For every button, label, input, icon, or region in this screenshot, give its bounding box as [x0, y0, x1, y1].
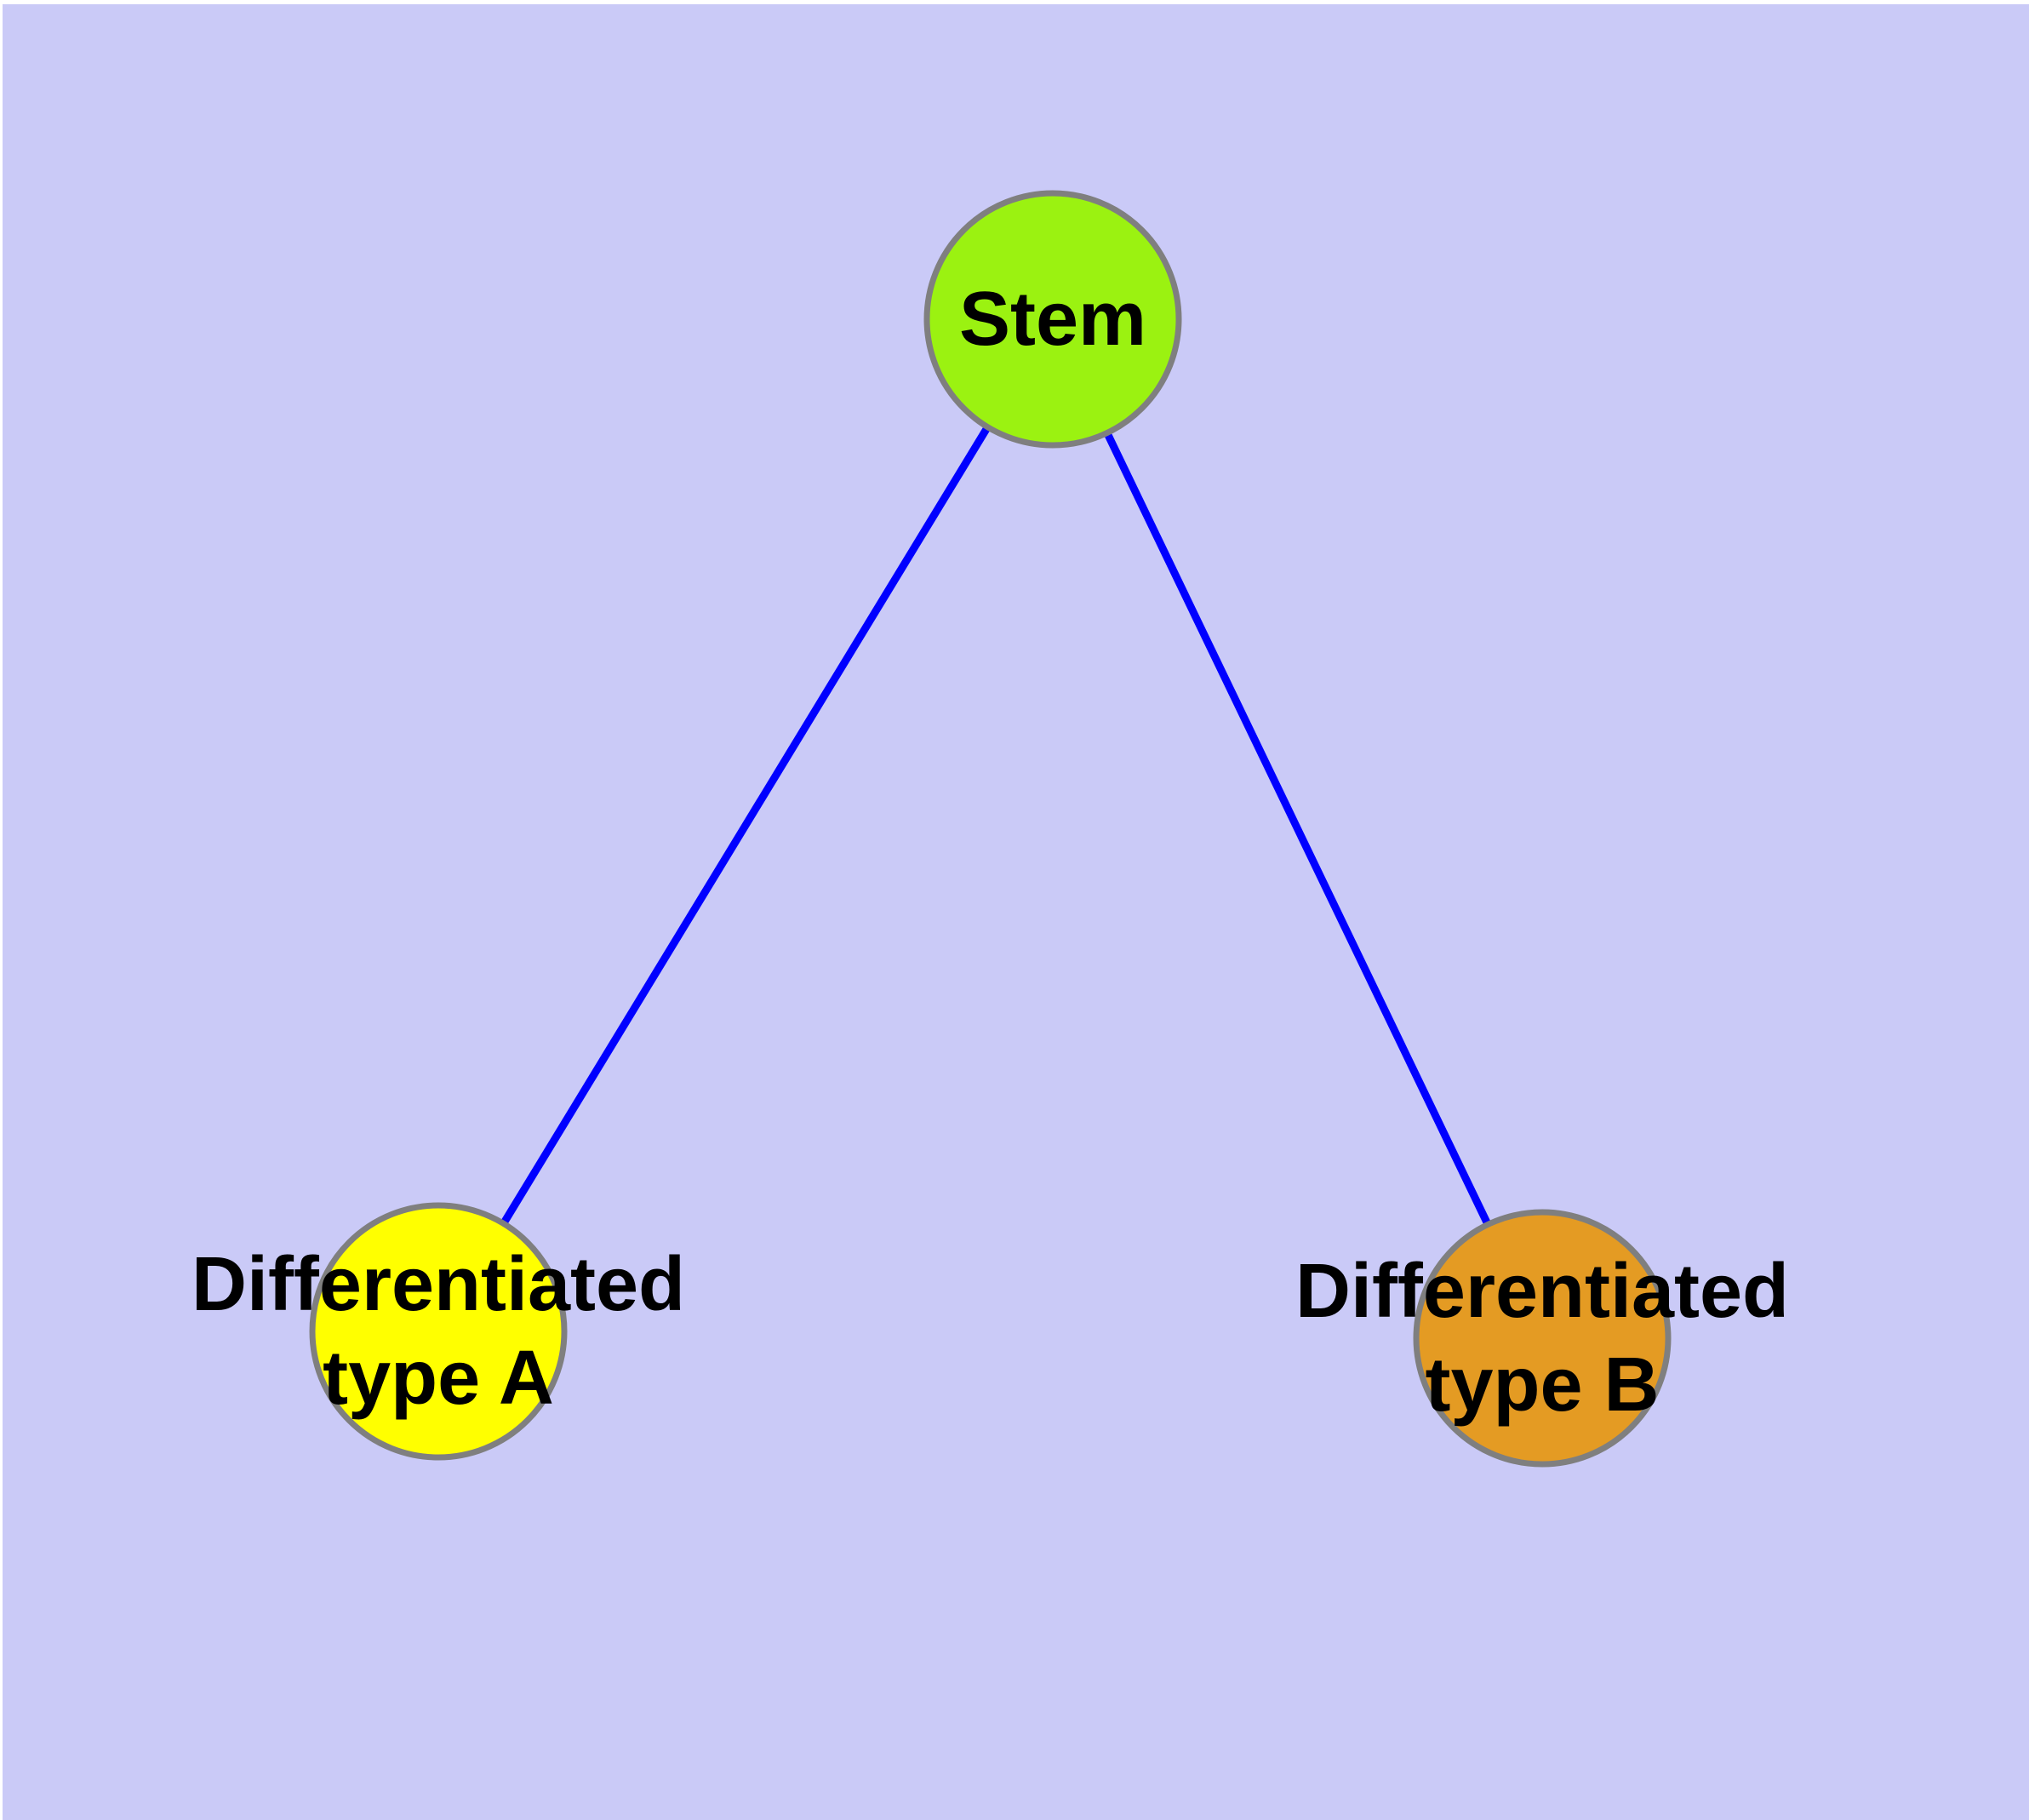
node-stem-circle [923, 190, 1182, 449]
node-differentiated-type-b-label-line2: type B [1425, 1342, 1659, 1428]
node-differentiated-type-a-circle [309, 1202, 568, 1461]
edge-stem-to-type-b [1104, 433, 1491, 1224]
node-differentiated-type-a-label-line1: Differentiated [191, 1242, 685, 1327]
node-differentiated-type-a: Differentiated type A [191, 1202, 685, 1461]
edge-stem-to-type-a [501, 426, 990, 1224]
node-differentiated-type-b-circle [1413, 1209, 1672, 1468]
node-differentiated-type-a-label-line2: type A [323, 1336, 554, 1421]
node-stem-label: Stem [959, 277, 1146, 362]
node-differentiated-type-b-label-line1: Differentiated [1295, 1249, 1789, 1334]
node-stem: Stem [923, 190, 1182, 449]
node-differentiated-type-b: Differentiated type B [1295, 1209, 1789, 1468]
